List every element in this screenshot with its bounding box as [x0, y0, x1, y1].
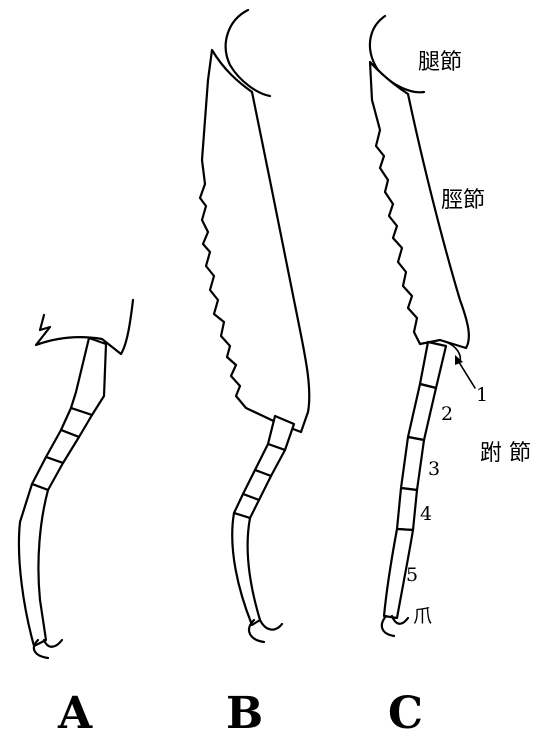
pointer-arrowhead-1 [455, 355, 463, 365]
leg-b-drawing [200, 10, 309, 642]
leg-b-tibia [200, 50, 309, 432]
leg-a-drawing [19, 300, 133, 658]
leg-c-tarsomere-3 [401, 437, 424, 490]
tarsomere-number-5: 5 [406, 566, 418, 585]
claw-label: 爪 [413, 607, 432, 626]
leg-c-tarsomere-4 [397, 488, 417, 530]
tarsomere-number-2: 2 [441, 405, 453, 424]
tibia-label: 脛節 [441, 190, 485, 212]
panel-label-b: B [226, 692, 263, 736]
tarsomere-number-3: 3 [428, 460, 440, 479]
panel-label-c: C [388, 692, 423, 736]
leg-a-tarsomere-5 [19, 484, 48, 646]
tarsus-label: 跗 節 [480, 443, 531, 465]
tarsomere-number-1: 1 [476, 386, 488, 405]
pointer-line-1 [457, 359, 475, 388]
leg-c-tarsomere-2 [408, 384, 436, 440]
tarsomere-number-4: 4 [420, 505, 432, 524]
leg-b-tarsomere-5 [232, 513, 260, 625]
leg-c-tarsomere-1 [420, 342, 446, 388]
leg-c-claws [382, 616, 408, 636]
panel-label-a: A [58, 692, 92, 736]
leg-a-tibia-tip [36, 300, 133, 354]
leg-c-drawing [370, 16, 475, 636]
femur-label: 腿節 [418, 52, 462, 74]
leg-a-tarsomere-1 [71, 338, 106, 415]
